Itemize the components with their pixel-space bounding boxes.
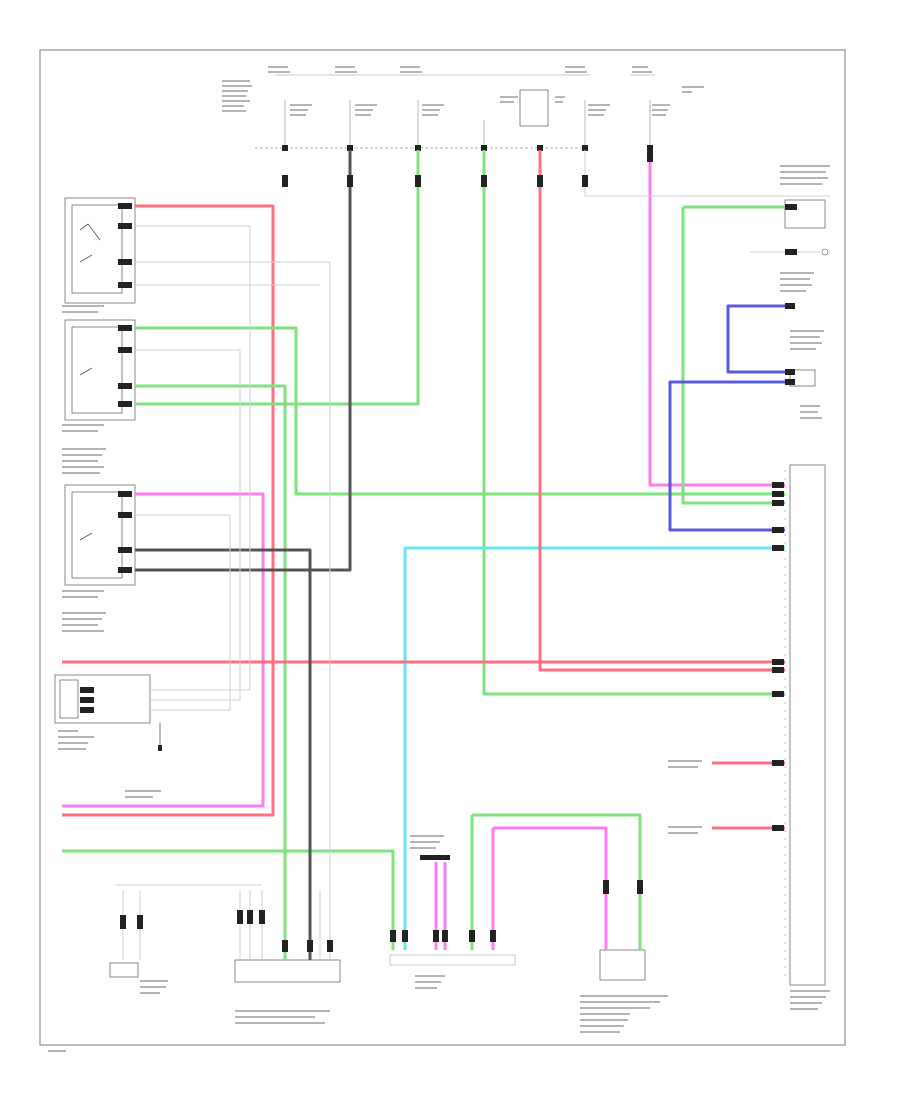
relay-block-2 bbox=[62, 319, 136, 474]
wire-magenta-2 bbox=[648, 150, 785, 487]
top-fuse-bus bbox=[222, 66, 704, 151]
relay-block-1 bbox=[62, 197, 136, 313]
connector-ticks bbox=[80, 150, 797, 952]
wire-green-3 bbox=[135, 150, 420, 406]
wire-cyan-1 bbox=[403, 546, 785, 950]
wire-gray-9 bbox=[239, 890, 263, 960]
wire-red-3 bbox=[538, 150, 785, 672]
wire-blue-2 bbox=[668, 380, 790, 532]
ecm-connector-strip bbox=[784, 464, 830, 1010]
wire-magenta-3 bbox=[493, 826, 608, 950]
wire-gray-7 bbox=[584, 150, 830, 197]
wires bbox=[62, 150, 830, 960]
wire-red-1 bbox=[62, 204, 275, 817]
wire-green-5 bbox=[681, 205, 785, 505]
wire-gray-4 bbox=[135, 349, 241, 701]
wire-green-1 bbox=[135, 326, 785, 496]
wire-blue-1 bbox=[726, 304, 790, 374]
relay-block-3 bbox=[62, 484, 136, 632]
wire-gray-5 bbox=[135, 514, 231, 711]
wire-magenta-1 bbox=[62, 492, 265, 808]
wire-dark-1 bbox=[135, 548, 312, 960]
left-connector-block bbox=[54, 674, 162, 798]
wire-gray-1 bbox=[135, 225, 251, 691]
diagram-frame bbox=[39, 49, 846, 1046]
wire-green-4 bbox=[482, 150, 785, 696]
top-relay-box bbox=[519, 89, 549, 127]
wire-gray-2 bbox=[135, 261, 331, 960]
right-top-components bbox=[668, 165, 830, 834]
bottom-components bbox=[48, 835, 668, 1052]
wire-green-7 bbox=[472, 813, 642, 950]
wire-green-2 bbox=[135, 384, 287, 960]
wire-dark-2 bbox=[135, 150, 352, 572]
wire-green-6 bbox=[62, 849, 395, 950]
